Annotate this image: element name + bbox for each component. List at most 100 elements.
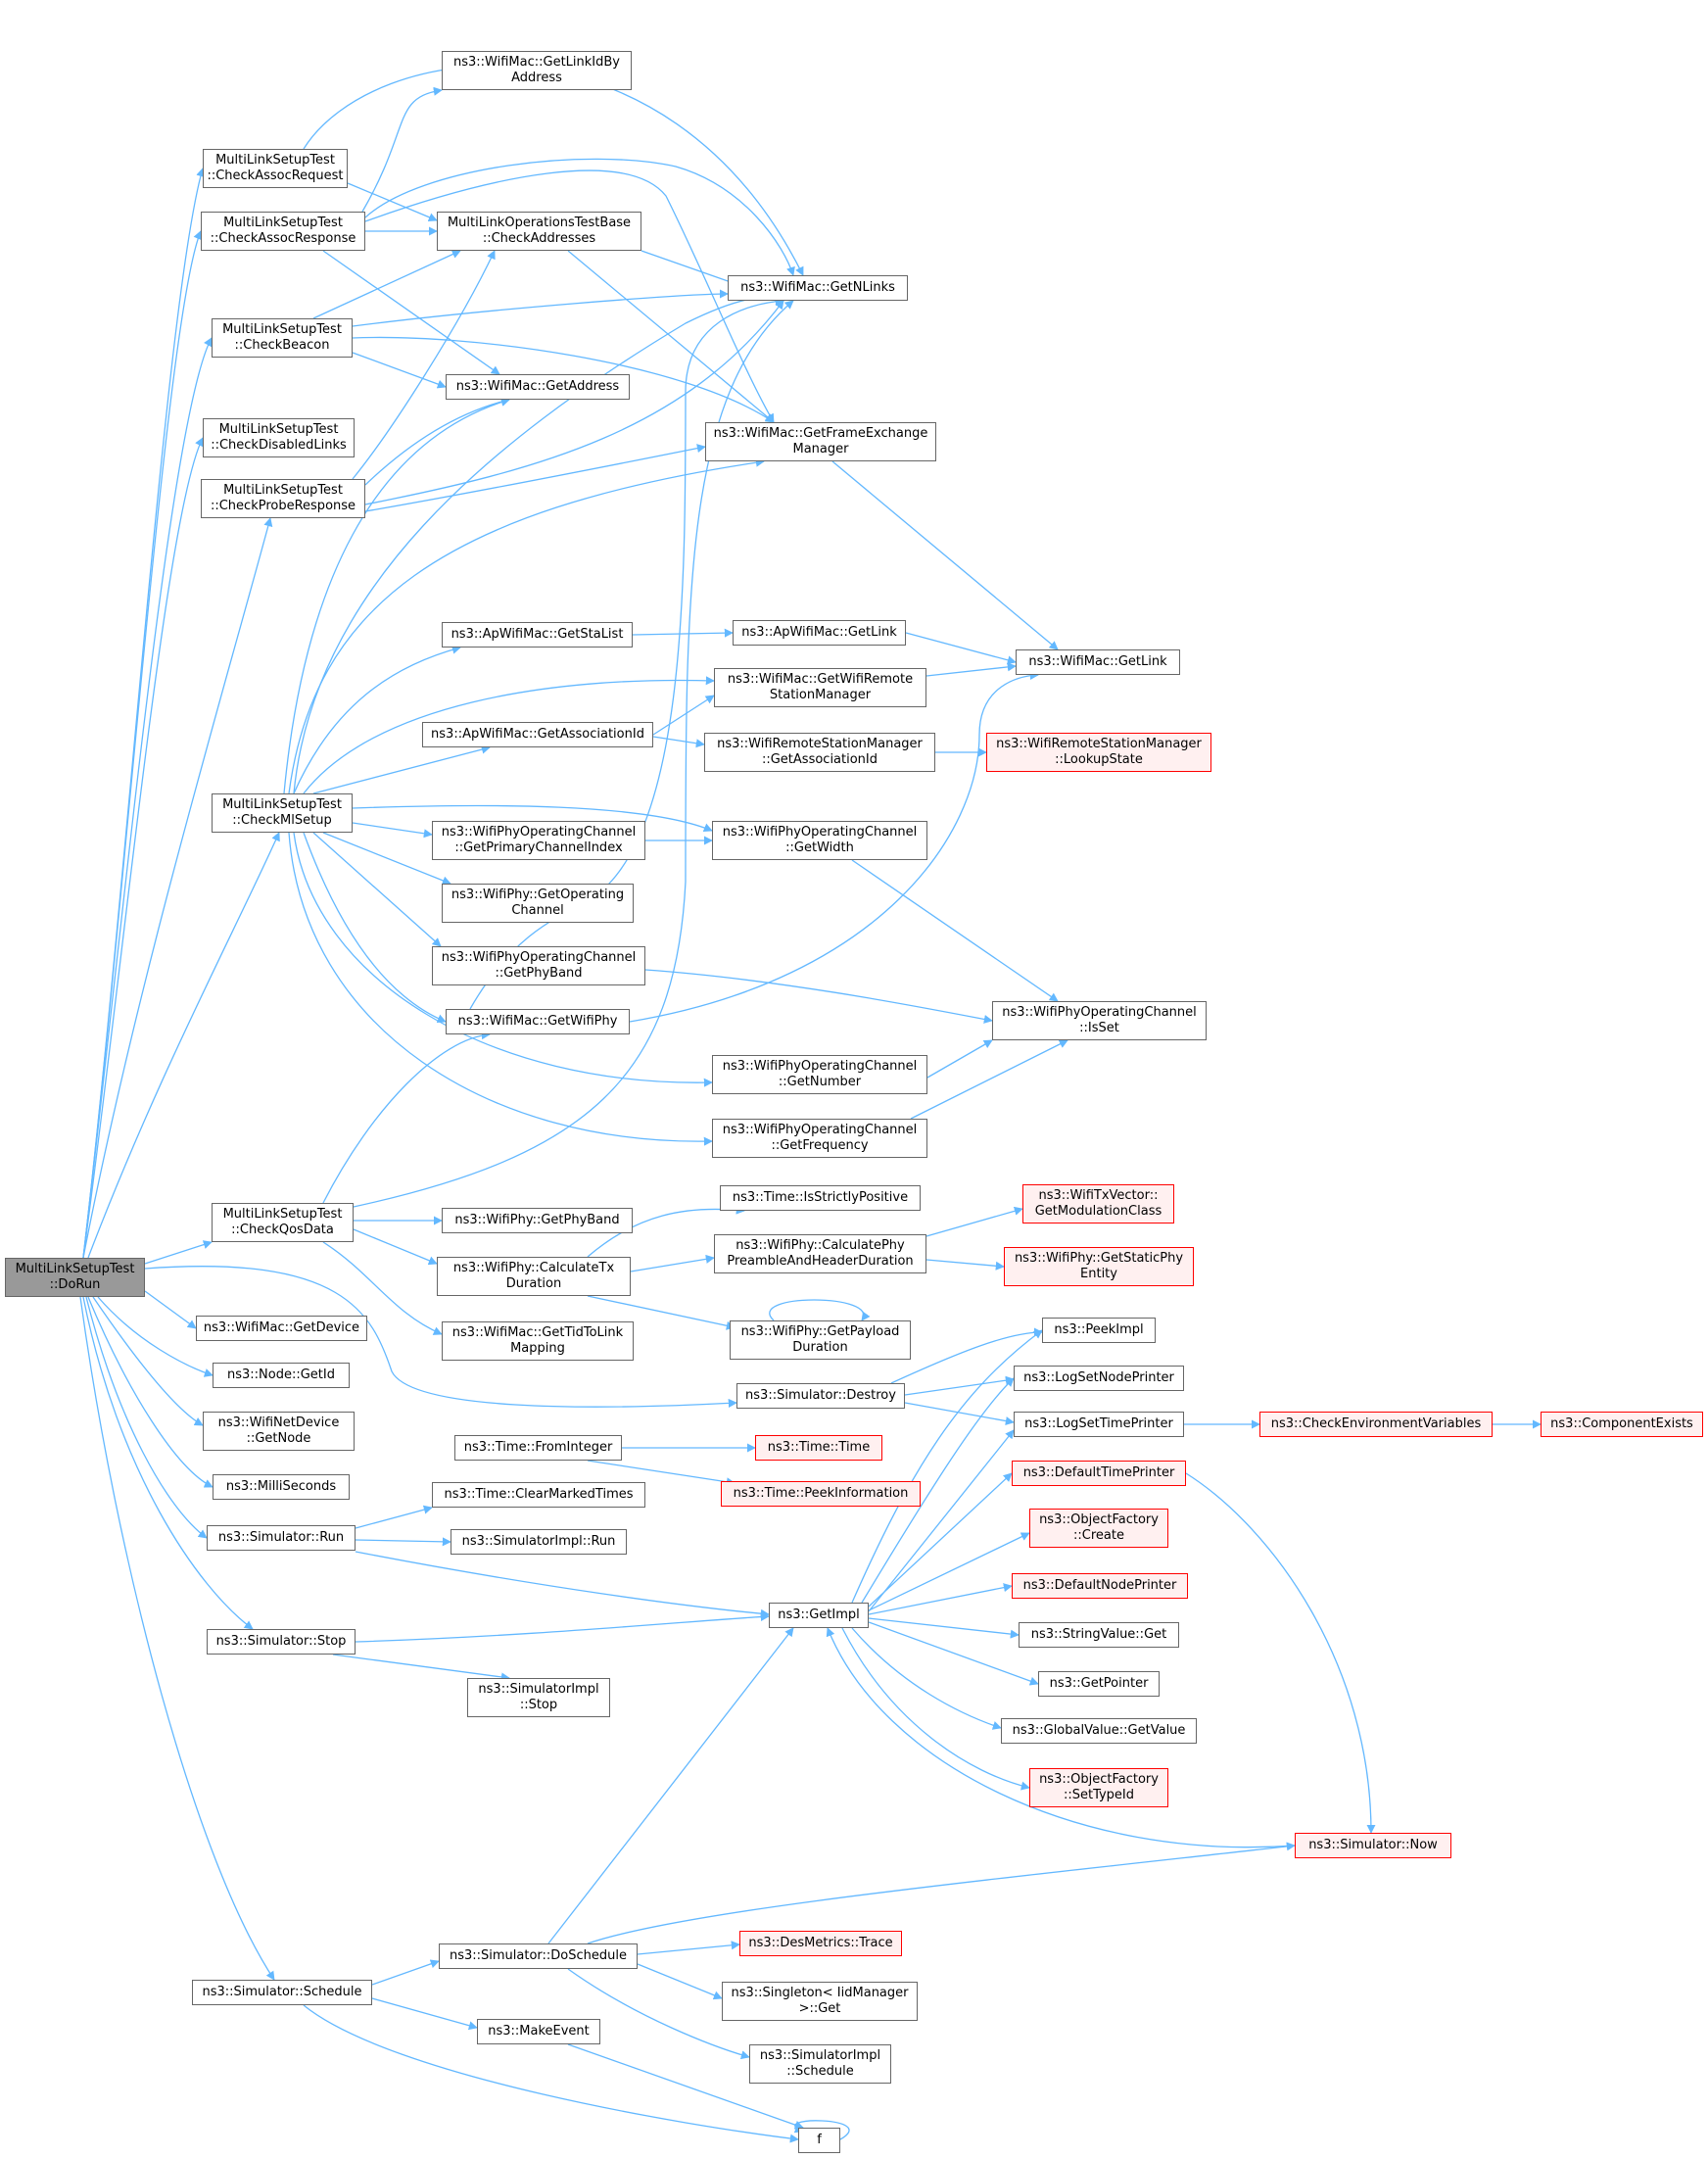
edge-areq-addr bbox=[347, 182, 438, 222]
node-simimpl-schedule[interactable]: ns3::SimulatorImpl::Schedule bbox=[749, 2044, 891, 2084]
node-check-qos-data[interactable]: MultiLinkSetupTest::CheckQosData bbox=[212, 1203, 354, 1242]
node-simimpl-run[interactable]: ns3::SimulatorImpl::Run bbox=[451, 1529, 627, 1555]
node-is-set[interactable]: ns3::WifiPhyOperatingChannel::IsSet bbox=[992, 1001, 1207, 1040]
node-make-event[interactable]: ns3::MakeEvent bbox=[477, 2019, 600, 2044]
edge-ml-stalist bbox=[293, 645, 461, 794]
node-get-impl[interactable]: ns3::GetImpl bbox=[769, 1603, 869, 1628]
node-milliseconds[interactable]: ns3::MilliSeconds bbox=[213, 1474, 350, 1500]
edge-ml-operating bbox=[322, 832, 451, 886]
node-op-get-frequency[interactable]: ns3::WifiPhyOperatingChannel::GetFrequen… bbox=[712, 1119, 927, 1158]
edge-stalist-aplink bbox=[632, 628, 734, 638]
node-phy-get-phy-band[interactable]: ns3::WifiPhy::GetPhyBand bbox=[442, 1208, 633, 1233]
node-get-address[interactable]: ns3::WifiMac::GetAddress bbox=[446, 374, 630, 400]
node-sim-now[interactable]: ns3::Simulator::Now bbox=[1295, 1833, 1451, 1858]
node-get-node[interactable]: ns3::WifiNetDevice::GetNode bbox=[203, 1412, 355, 1451]
node-sim-destroy[interactable]: ns3::Simulator::Destroy bbox=[736, 1383, 905, 1409]
node-default-node-printer[interactable]: ns3::DefaultNodePrinter bbox=[1012, 1573, 1188, 1599]
edge-associd-wrsm bbox=[652, 695, 715, 736]
node-peek-information[interactable]: ns3::Time::PeekInformation bbox=[721, 1481, 921, 1507]
node-clear-marked-times[interactable]: ns3::Time::ClearMarkedTimes bbox=[432, 1482, 645, 1508]
node-check-probe-response[interactable]: MultiLinkSetupTest::CheckProbeResponse bbox=[201, 479, 365, 518]
node-get-primary-channel-index[interactable]: ns3::WifiPhyOperatingChannel::GetPrimary… bbox=[432, 821, 645, 860]
node-peek-impl[interactable]: ns3::PeekImpl bbox=[1042, 1318, 1156, 1343]
edge-payload-self bbox=[769, 1299, 871, 1321]
node-ap-get-link[interactable]: ns3::ApWifiMac::GetLink bbox=[733, 620, 906, 646]
edge-probe-getaddr bbox=[364, 397, 510, 486]
node-log-set-time-printer[interactable]: ns3::LogSetTimePrinter bbox=[1014, 1412, 1184, 1437]
edge-probe-nlinks bbox=[364, 300, 784, 505]
node-time-from-integer[interactable]: ns3::Time::FromInteger bbox=[454, 1435, 622, 1461]
edge-ml-wrsm bbox=[303, 676, 715, 794]
edge-dorun-getnode bbox=[92, 1296, 204, 1426]
edge-qos-wifiphy bbox=[322, 1031, 491, 1204]
node-check-disabled-links[interactable]: MultiLinkSetupTest::CheckDisabledLinks bbox=[203, 418, 355, 457]
edge-preamble-modclass bbox=[925, 1206, 1023, 1237]
edge-getimpl-timeprinter bbox=[868, 1429, 1015, 1612]
node-check-assoc-request[interactable]: MultiLinkSetupTest::CheckAssocRequest bbox=[203, 149, 348, 188]
node-op-get-width[interactable]: ns3::WifiPhyOperatingChannel::GetWidth bbox=[712, 821, 927, 860]
node-get-device[interactable]: ns3::WifiMac::GetDevice bbox=[196, 1316, 367, 1341]
node-object-factory-create[interactable]: ns3::ObjectFactory::Create bbox=[1029, 1509, 1168, 1548]
node-get-n-links[interactable]: ns3::WifiMac::GetNLinks bbox=[728, 275, 908, 301]
edge-getimpl-settypeid bbox=[841, 1627, 1030, 1791]
edge-dorun-assocresp bbox=[82, 230, 203, 1259]
edge-makeevent-f bbox=[567, 2043, 804, 2130]
node-sim-stop[interactable]: ns3::Simulator::Stop bbox=[207, 1629, 356, 1655]
edge-ml-getaddr bbox=[283, 398, 510, 794]
node-singleton-get[interactable]: ns3::Singleton< IidManager >::Get bbox=[722, 1982, 918, 2021]
node-sim-schedule[interactable]: ns3::Simulator::Schedule bbox=[192, 1980, 372, 2005]
edge-ml-nlinks bbox=[293, 292, 784, 794]
node-check-environment-variables[interactable]: ns3::CheckEnvironmentVariables bbox=[1259, 1412, 1493, 1437]
edge-wrsm-maclink bbox=[925, 662, 1017, 677]
node-check-assoc-response[interactable]: MultiLinkSetupTest::CheckAssocResponse bbox=[201, 212, 365, 251]
node-component-exists[interactable]: ns3::ComponentExists bbox=[1541, 1412, 1703, 1437]
edge-tx-preamble bbox=[630, 1254, 715, 1272]
node-op-get-number[interactable]: ns3::WifiPhyOperatingChannel::GetNumber bbox=[712, 1055, 927, 1094]
node-time-time[interactable]: ns3::Time::Time bbox=[755, 1435, 882, 1461]
node-is-strictly-positive[interactable]: ns3::Time::IsStrictlyPositive bbox=[720, 1185, 921, 1211]
node-dorun[interactable]: MultiLinkSetupTest::DoRun bbox=[5, 1258, 145, 1297]
node-get-sta-list[interactable]: ns3::ApWifiMac::GetStaList bbox=[442, 622, 633, 648]
node-object-factory-set-type-id[interactable]: ns3::ObjectFactory::SetTypeId bbox=[1029, 1768, 1168, 1807]
edge-getimpl-peekimpl bbox=[851, 1329, 1043, 1604]
node-get-wifi-phy[interactable]: ns3::WifiMac::GetWifiPhy bbox=[446, 1009, 630, 1034]
node-string-value-get[interactable]: ns3::StringValue::Get bbox=[1019, 1622, 1179, 1648]
edge-schedule-f bbox=[303, 2004, 799, 2143]
node-get-modulation-class[interactable]: ns3::WifiTxVector::GetModulationClass bbox=[1022, 1184, 1174, 1223]
node-check-addresses[interactable]: MultiLinkOperationsTestBase::CheckAddres… bbox=[437, 212, 641, 251]
node-check-beacon[interactable]: MultiLinkSetupTest::CheckBeacon bbox=[212, 318, 353, 358]
edge-now-getimpl bbox=[826, 1627, 1296, 1848]
node-node-get-id[interactable]: ns3::Node::GetId bbox=[213, 1363, 350, 1388]
node-do-schedule[interactable]: ns3::Simulator::DoSchedule bbox=[439, 1943, 638, 1969]
edge-run-clear bbox=[355, 1505, 433, 1529]
edge-probe-fem bbox=[364, 444, 706, 512]
node-mac-get-link[interactable]: ns3::WifiMac::GetLink bbox=[1016, 649, 1180, 675]
node-op-get-phy-band[interactable]: ns3::WifiPhyOperatingChannel::GetPhyBand bbox=[432, 946, 645, 985]
node-check-ml-setup[interactable]: MultiLinkSetupTest::CheckMlSetup bbox=[212, 793, 353, 833]
node-global-value-get-value[interactable]: ns3::GlobalValue::GetValue bbox=[1001, 1718, 1197, 1744]
node-get-association-id[interactable]: ns3::ApWifiMac::GetAssociationId bbox=[422, 722, 653, 747]
node-lookup-state[interactable]: ns3::WifiRemoteStationManager::LookupSta… bbox=[986, 733, 1211, 772]
node-des-metrics-trace[interactable]: ns3::DesMetrics::Trace bbox=[739, 1931, 902, 1956]
node-default-time-printer[interactable]: ns3::DefaultTimePrinter bbox=[1012, 1461, 1186, 1486]
node-wrsm-get-association-id[interactable]: ns3::WifiRemoteStationManager::GetAssoci… bbox=[704, 733, 935, 772]
edge-getimpl-globalvalue bbox=[851, 1627, 1002, 1730]
edge-defaulttime-now bbox=[1185, 1472, 1376, 1834]
node-simimpl-stop[interactable]: ns3::SimulatorImpl::Stop bbox=[467, 1678, 610, 1717]
edge-ml-phyband bbox=[312, 832, 442, 947]
node-sim-run[interactable]: ns3::Simulator::Run bbox=[207, 1525, 356, 1551]
node-f[interactable]: f bbox=[798, 2128, 840, 2153]
node-log-set-node-printer[interactable]: ns3::LogSetNodePrinter bbox=[1014, 1366, 1184, 1391]
node-get-pointer[interactable]: ns3::GetPointer bbox=[1038, 1671, 1160, 1697]
edge-aresp-getaddr bbox=[322, 250, 500, 375]
